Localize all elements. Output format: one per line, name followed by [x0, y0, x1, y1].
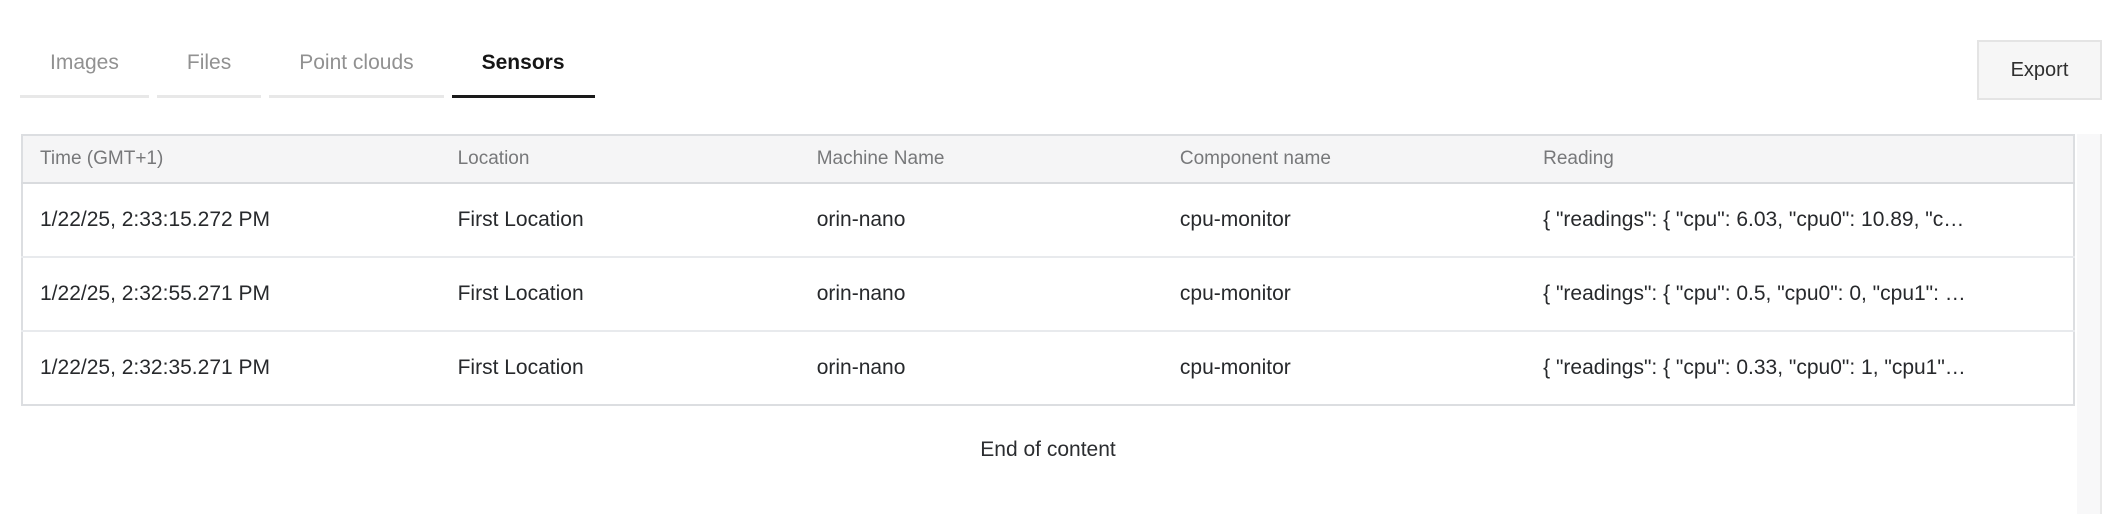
scrollbar-track[interactable]: [2077, 134, 2102, 514]
component-name-cell: cpu-monitor: [1162, 183, 1527, 258]
column-header-time: Time (GMT+1): [22, 135, 441, 184]
column-header-location: Location: [440, 135, 800, 184]
sensors-table: Time (GMT+1) Location Machine Name Compo…: [21, 134, 2075, 406]
machine-name-cell: orin-nano: [816, 356, 906, 379]
table-row[interactable]: 1/22/25, 2:33:15.272 PM First Location o…: [22, 183, 2074, 258]
time-cell: 1/22/25, 2:33:15.272 PM: [22, 183, 441, 258]
location-cell: First Location: [457, 356, 584, 379]
tab-bar: Images Files Point clouds Sensors: [20, 30, 595, 98]
machine-name-cell: orin-nano: [799, 183, 1163, 258]
column-header-machine-name: Machine Name: [799, 135, 1163, 184]
end-of-content-label: End of content: [980, 438, 1116, 461]
reading-cell: { "readings": { "cpu": 0.5, "cpu0": 0, "…: [1526, 257, 2074, 332]
location-cell: First Location: [440, 183, 800, 258]
time-cell: 1/22/25, 2:32:55.271 PM: [22, 257, 441, 332]
reading-cell: { "readings": { "cpu": 6.03, "cpu0": 10.…: [1526, 183, 2074, 258]
time-cell: 1/22/25, 2:32:35.271 PM: [40, 356, 271, 379]
location-cell: First Location: [440, 257, 800, 332]
reading-cell: { "readings": { "cpu": 0.33, "cpu0": 1, …: [1543, 356, 1966, 379]
table-row[interactable]: 1/22/25, 2:32:35.271 PM First Location o…: [22, 331, 2074, 405]
column-header-reading: Reading: [1526, 135, 2074, 184]
tab-sensors[interactable]: Sensors: [451, 30, 595, 98]
column-header-component-name: Component name: [1162, 135, 1527, 184]
machine-name-cell: orin-nano: [799, 257, 1163, 332]
component-name-cell: cpu-monitor: [1162, 257, 1527, 332]
component-name-cell: cpu-monitor: [1179, 356, 1291, 379]
export-button[interactable]: Export: [1977, 40, 2102, 100]
tab-images[interactable]: Images: [20, 30, 149, 98]
tab-point-clouds[interactable]: Point clouds: [269, 30, 444, 98]
tab-files[interactable]: Files: [156, 30, 262, 98]
table-header-row: Time (GMT+1) Location Machine Name Compo…: [22, 135, 2074, 184]
table-row[interactable]: 1/22/25, 2:32:55.271 PM First Location o…: [22, 257, 2074, 332]
